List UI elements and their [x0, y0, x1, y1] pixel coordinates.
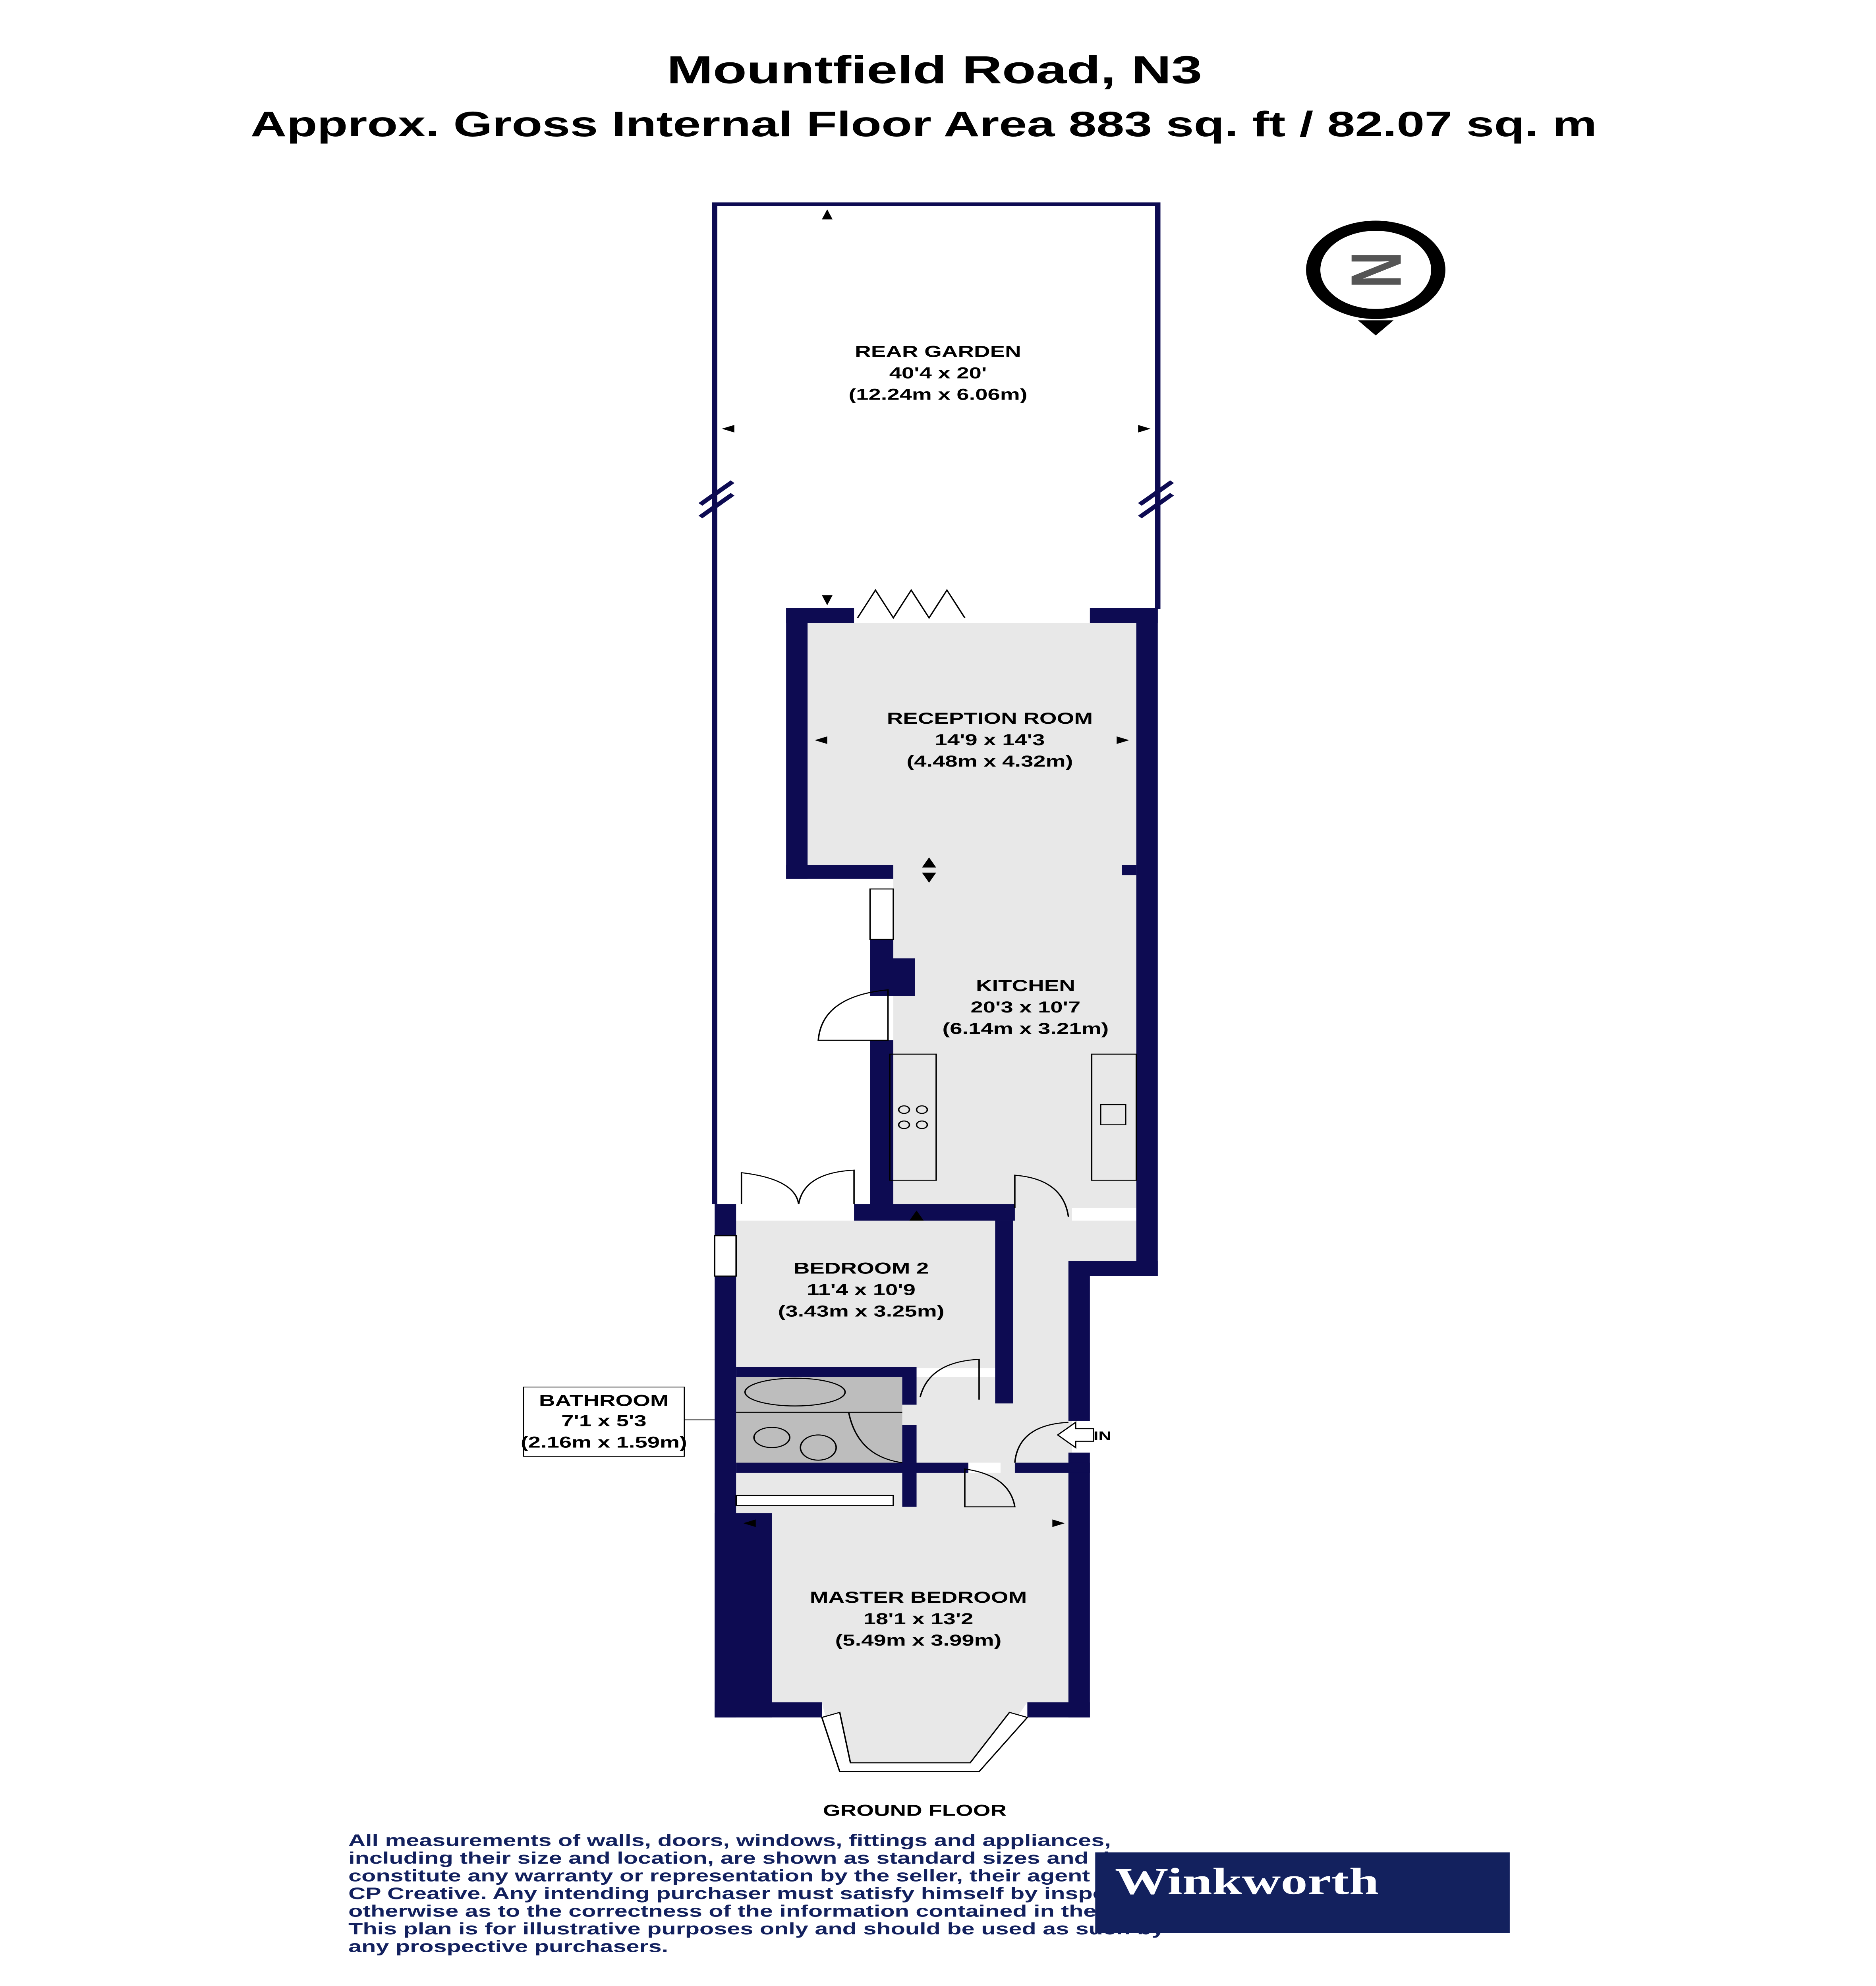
- winkworth-logo: Winkworth: [1095, 1852, 1510, 1933]
- page-title: Mountfield Road, N3: [667, 48, 1202, 92]
- bathroom-floor: [736, 1377, 902, 1463]
- disclaimer-line: including their size and location, are s…: [348, 1849, 1167, 1867]
- room-size-imperial: 18'1 x 13'2: [864, 1610, 974, 1628]
- room-label-reception: RECEPTION ROOM 14'9 x 14'3 (4.48m x 4.32…: [887, 710, 1093, 770]
- room-size-imperial: 14'9 x 14'3: [935, 731, 1045, 749]
- room-name: MASTER BEDROOM: [810, 1589, 1027, 1606]
- room-label-kitchen: KITCHEN 20'3 x 10'7 (6.14m x 3.21m): [943, 977, 1109, 1037]
- disclaimer-line: All measurements of walls, doors, window…: [348, 1831, 1111, 1849]
- disclaimer-line: constitute any warranty or representatio…: [348, 1866, 1120, 1885]
- bedroom-2-floor: [736, 1221, 1001, 1368]
- disclaimer-line: CP Creative. Any intending purchaser mus…: [348, 1884, 1192, 1903]
- room-size-metric: (3.43m x 3.25m): [778, 1302, 945, 1320]
- rear-garden-outline: [698, 202, 1174, 1204]
- room-size-imperial: 11'4 x 10'9: [807, 1281, 916, 1298]
- master-bedroom-floor: [736, 1472, 1072, 1772]
- room-size-metric: (2.16m x 1.59m): [521, 1433, 687, 1451]
- entrance-label: IN: [1094, 1429, 1111, 1443]
- disclaimer-line: otherwise as to the correctness of the i…: [348, 1901, 1197, 1920]
- cupboard-floor: [1072, 1221, 1136, 1261]
- room-label-bathroom: BATHROOM 7'1 x 5'3 (2.16m x 1.59m): [521, 1387, 715, 1457]
- room-label-bedroom-2: BEDROOM 2 11'4 x 10'9 (3.43m x 3.25m): [778, 1260, 945, 1320]
- logo-text: Winkworth: [1115, 1860, 1379, 1902]
- room-size-imperial: 7'1 x 5'3: [561, 1412, 646, 1430]
- room-name: RECEPTION ROOM: [887, 710, 1093, 727]
- floor-label: GROUND FLOOR: [823, 1802, 1007, 1819]
- north-compass-icon: N: [1306, 220, 1445, 336]
- hallway-floor-lower: [902, 1377, 1010, 1463]
- room-size-metric: (6.14m x 3.21m): [943, 1020, 1109, 1037]
- disclaimer: All measurements of walls, doors, window…: [348, 1831, 1197, 1955]
- disclaimer-line: This plan is for illustrative purposes o…: [348, 1919, 1165, 1938]
- reception-room-floor: [808, 623, 1136, 865]
- room-size-metric: (12.24m x 6.06m): [848, 386, 1027, 403]
- room-name: REAR GARDEN: [855, 343, 1021, 360]
- walls: [715, 608, 1158, 1717]
- room-size-metric: (4.48m x 4.32m): [907, 753, 1073, 770]
- room-label-master-bedroom: MASTER BEDROOM 18'1 x 13'2 (5.49m x 3.99…: [810, 1589, 1027, 1649]
- room-size-metric: (5.49m x 3.99m): [835, 1632, 1002, 1649]
- compass-letter: N: [1336, 252, 1416, 288]
- entrance-arrow: IN: [1057, 1421, 1111, 1449]
- room-size-imperial: 20'3 x 10'7: [970, 999, 1080, 1016]
- disclaimer-line: any prospective purchasers.: [348, 1937, 668, 1955]
- room-label-rear-garden: REAR GARDEN 40'4 x 20' (12.24m x 6.06m): [848, 343, 1027, 403]
- kitchen-floor: [893, 865, 1136, 1208]
- room-name: KITCHEN: [976, 977, 1075, 995]
- room-name: BATHROOM: [539, 1392, 669, 1410]
- floor-area-subtitle: Approx. Gross Internal Floor Area 883 sq…: [251, 104, 1597, 144]
- room-name: BEDROOM 2: [794, 1260, 929, 1277]
- room-size-imperial: 40'4 x 20': [889, 364, 987, 382]
- fixtures: [714, 589, 1137, 1772]
